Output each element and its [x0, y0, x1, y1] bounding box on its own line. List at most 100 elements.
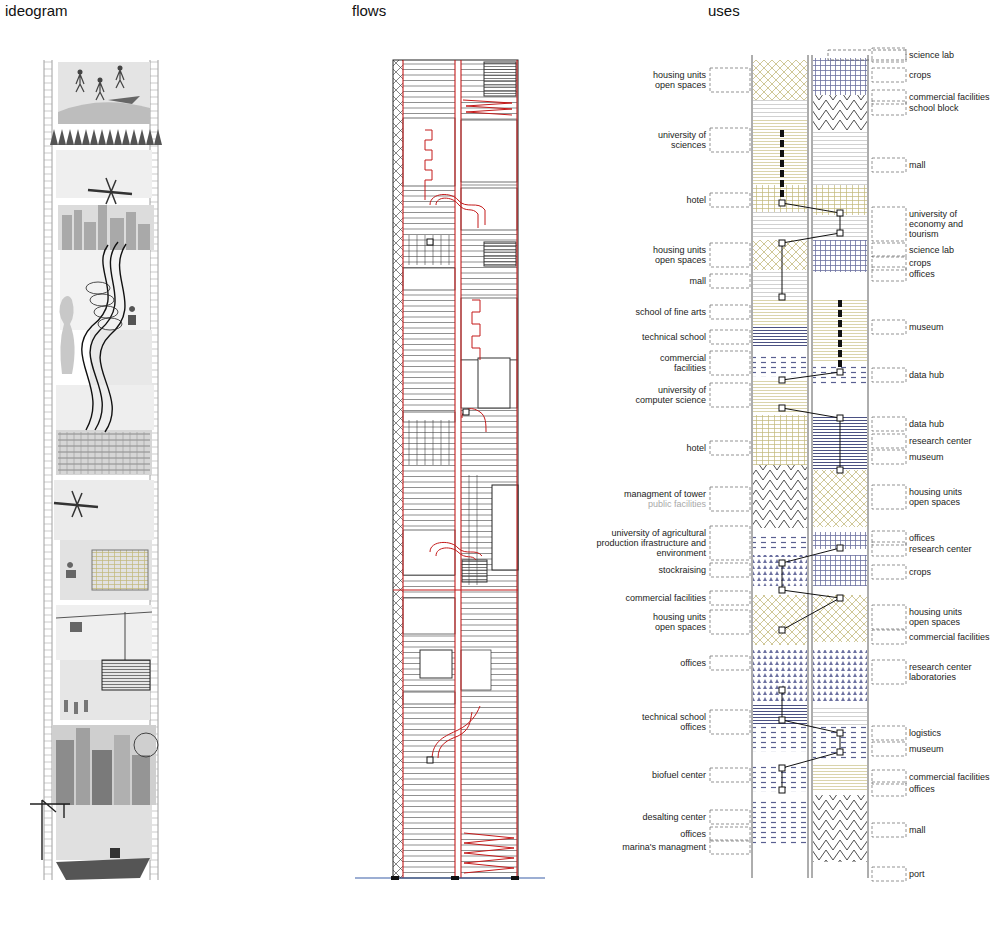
floor-line: [461, 751, 517, 752]
scaffold-rung: [44, 265, 52, 266]
floor-line: [403, 685, 455, 686]
floor-line: [461, 460, 517, 461]
scaffold-rung: [44, 839, 52, 840]
column-line: [441, 235, 442, 265]
floor-line: [403, 691, 455, 692]
use-label: university of computer science: [631, 385, 706, 405]
use-label: housing units open spaces: [646, 612, 706, 632]
tree: [146, 129, 154, 145]
scaffold-rung: [44, 734, 52, 735]
use-label: offices: [909, 533, 995, 543]
skyline-building: [138, 224, 150, 250]
tower-photo: [114, 735, 130, 805]
link-node: [837, 749, 843, 755]
use-band: [813, 185, 867, 215]
use-name: mall: [606, 276, 706, 286]
scaffold-rung: [44, 468, 52, 469]
column-heading: flows: [352, 2, 386, 19]
sub-label: public facilities: [606, 499, 706, 509]
void-space: [403, 412, 455, 422]
tree: [106, 129, 114, 145]
floor-line: [403, 394, 455, 395]
use-label: data hub: [909, 370, 995, 380]
floor-line: [403, 449, 455, 450]
photo-patch: [56, 385, 154, 430]
use-name: commercial facilities: [909, 92, 995, 102]
scaffold-rung: [150, 104, 158, 105]
scaffold-rung: [44, 608, 52, 609]
floor-line: [403, 482, 455, 483]
floor-line: [403, 515, 455, 516]
scaffold-rung: [44, 545, 52, 546]
floor-line: [461, 476, 517, 477]
scaffold-rung: [44, 867, 52, 868]
scaffold-rung: [44, 601, 52, 602]
scaffold-rung: [150, 69, 158, 70]
floor-line: [403, 828, 455, 829]
use-name: commercial facilities: [651, 353, 706, 373]
scaffold-rung: [150, 293, 158, 294]
scaffold-rung: [44, 216, 52, 217]
scaffold-rung: [150, 202, 158, 203]
balcony-line: [58, 464, 150, 465]
floor-line: [461, 784, 517, 785]
statue: [59, 296, 74, 374]
dashed-bracket: [872, 726, 906, 740]
dashed-bracket: [872, 68, 906, 82]
link-node: [779, 717, 785, 723]
use-band: [753, 595, 807, 645]
dashed-bracket: [872, 90, 906, 104]
use-name: crops: [909, 258, 995, 268]
use-name: logistics: [909, 728, 995, 738]
scaffold-rung: [44, 125, 52, 126]
boat: [108, 96, 140, 104]
use-label: commercial facilities: [651, 353, 706, 373]
use-band: [753, 725, 807, 752]
floor-line: [403, 207, 455, 208]
column-line: [409, 420, 410, 465]
use-label: commercial facilities: [606, 593, 706, 603]
floor-line: [461, 757, 517, 758]
floor-line: [403, 361, 455, 362]
dashed-bracket: [710, 274, 750, 288]
stair-mark: [838, 320, 842, 327]
skyline-building: [62, 215, 72, 250]
use-name: crops: [909, 567, 995, 577]
tree: [50, 129, 58, 145]
use-label: marina's managment: [606, 842, 706, 852]
balcony-post: [109, 432, 110, 474]
link-node: [779, 627, 785, 633]
use-name: biofuel center: [606, 770, 706, 780]
use-band: [753, 765, 807, 792]
scaffold-rung: [44, 755, 52, 756]
dashed-bracket: [710, 487, 750, 511]
use-label: crops: [909, 70, 995, 80]
use-band: [813, 240, 867, 272]
use-name: university of economy and tourism: [909, 209, 995, 239]
scaffold-rung: [150, 62, 158, 63]
tree: [58, 129, 66, 145]
dashed-bracket: [710, 710, 750, 734]
scaffold-rung: [150, 713, 158, 714]
dashed-bracket: [710, 827, 750, 841]
dashed-brackets: [710, 48, 906, 881]
floor-line: [403, 91, 455, 92]
link-node: [779, 405, 785, 411]
scaffold-rung: [44, 300, 52, 301]
scaffold-rung: [150, 111, 158, 112]
column-line: [409, 235, 410, 265]
dashed-bracket: [710, 768, 750, 782]
use-band: [753, 100, 807, 118]
dashed-bracket: [872, 485, 906, 509]
use-label: science lab: [909, 245, 995, 255]
floor-line: [403, 201, 455, 202]
floor-line: [461, 707, 517, 708]
floor-line: [403, 867, 455, 868]
scaffold-rung: [44, 790, 52, 791]
container: [102, 660, 150, 690]
spacecraft-wings: [72, 491, 82, 517]
cable-car: [70, 622, 82, 632]
scaffold-rung: [44, 286, 52, 287]
scaffold-rung: [44, 447, 52, 448]
spacecraft-icon: [54, 491, 98, 517]
